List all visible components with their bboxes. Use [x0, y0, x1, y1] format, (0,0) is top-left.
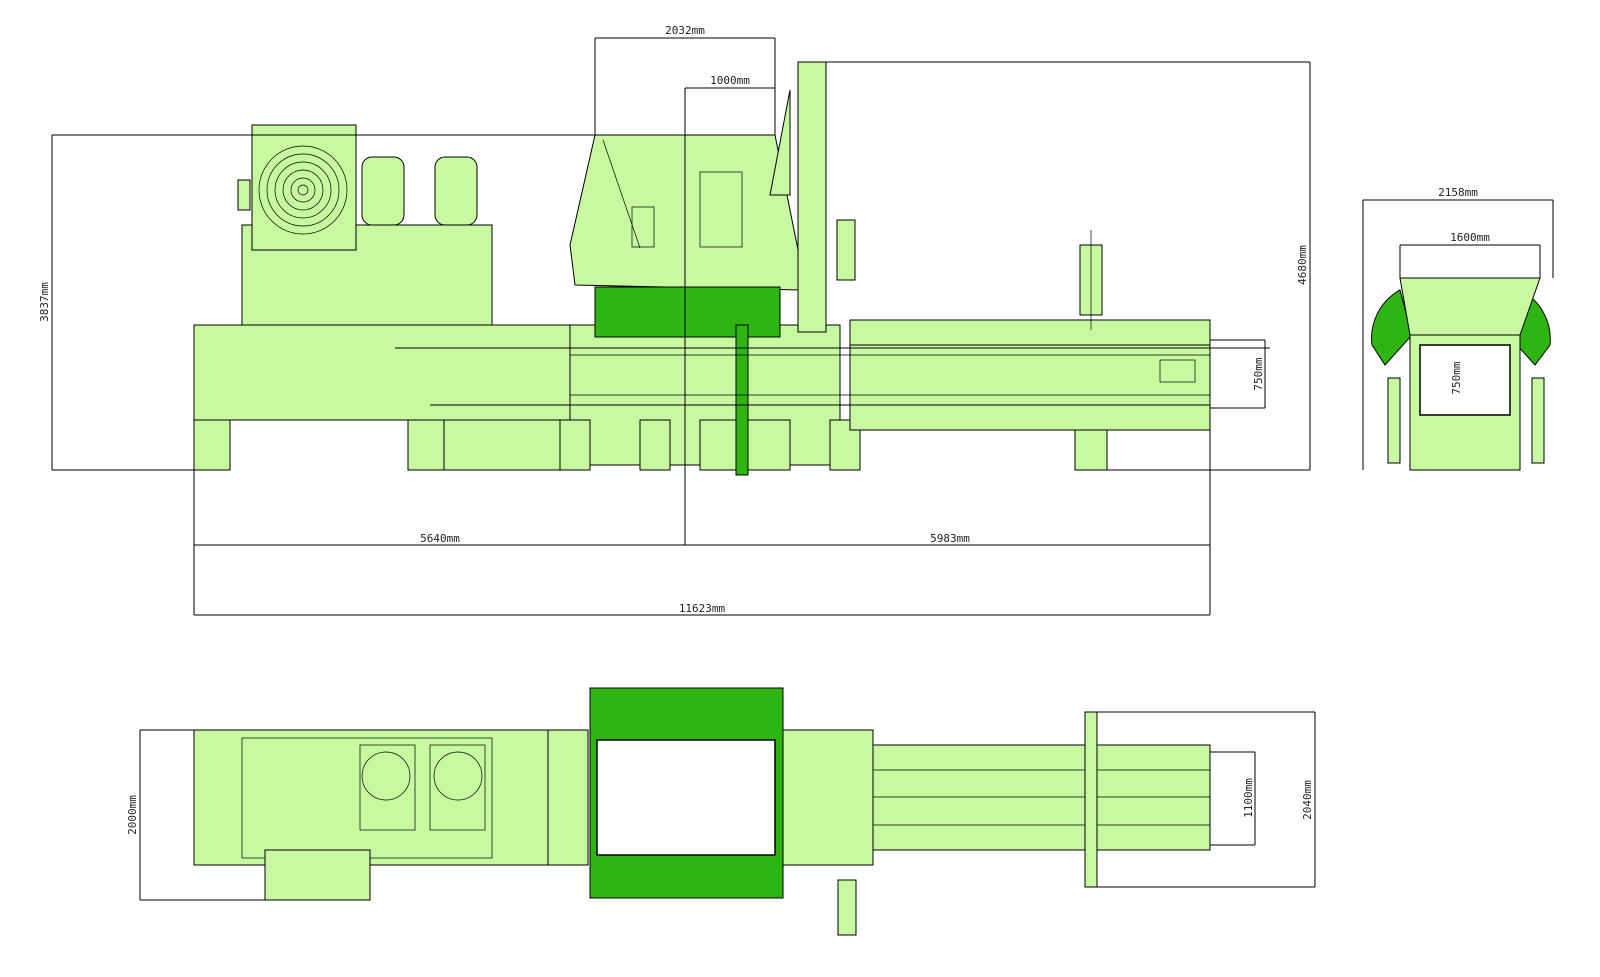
dim-side-height-left: 3837mm — [38, 282, 51, 322]
side-view — [193, 61, 1270, 476]
dim-side-height-right: 4680mm — [1296, 245, 1309, 285]
dim-end-pit: 750mm — [1450, 361, 1463, 394]
dim-plan-width-right: 2040mm — [1301, 780, 1314, 820]
control-post — [836, 219, 856, 281]
dim-end-width-inner: 1600mm — [1450, 231, 1490, 244]
dim-length-left: 5640mm — [420, 532, 460, 545]
motor-housing — [251, 124, 357, 251]
side-base-foot-left — [193, 419, 231, 471]
plan-discharge-gate — [1084, 711, 1098, 888]
plan-valve-block — [782, 729, 874, 866]
dim-side-pit: 750mm — [1252, 357, 1265, 390]
discharge-channel — [849, 344, 1211, 406]
end-cylinder-left — [1387, 377, 1401, 464]
vertical-ram — [735, 324, 749, 476]
end-view — [1362, 199, 1554, 471]
fan-coil-icon — [258, 145, 348, 235]
end-opening — [1419, 344, 1511, 416]
dim-plan-channel: 1100mm — [1242, 778, 1255, 818]
dim-plan-width-left: 2000mm — [126, 795, 139, 835]
dim-side-width-top: 2032mm — [665, 24, 705, 37]
plan-view — [139, 687, 1316, 936]
plan-power-unit — [193, 729, 555, 866]
dim-side-width-inner: 1000mm — [710, 74, 750, 87]
plan-motor-base — [264, 849, 371, 901]
end-cylinder-right — [1531, 377, 1545, 464]
end-flap-left — [1371, 289, 1413, 366]
side-base-frame-left — [193, 324, 575, 421]
discharge-support — [1074, 429, 1108, 471]
plan-hopper-opening — [596, 739, 776, 856]
filter-cylinder-2 — [434, 156, 478, 226]
dim-length-right: 5983mm — [930, 532, 970, 545]
hopper-feed-section — [594, 286, 781, 338]
lift-column — [797, 61, 827, 333]
plan-discharge-channel — [872, 744, 1211, 851]
end-hopper — [1399, 277, 1541, 336]
filter-cylinder-1 — [361, 156, 405, 226]
discharge-top-rail — [849, 319, 1211, 346]
dim-end-width-outer: 2158mm — [1438, 186, 1478, 199]
side-dimension-lines — [51, 37, 1311, 616]
side-base-leg-1 — [429, 419, 571, 471]
dim-length-total: 11623mm — [679, 602, 726, 615]
